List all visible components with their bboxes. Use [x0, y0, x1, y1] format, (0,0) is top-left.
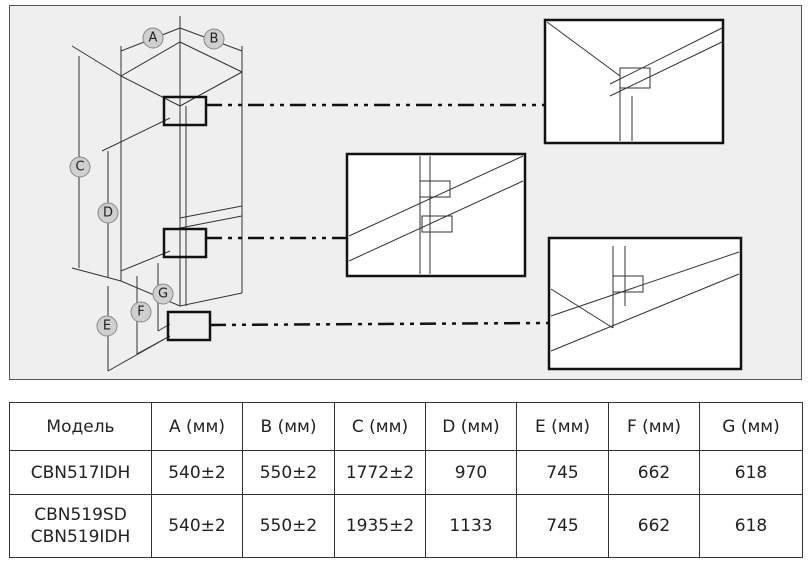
row1-b: 550±2 — [242, 450, 335, 495]
header-f: F (мм) — [608, 402, 700, 451]
detail-box-top — [543, 18, 725, 145]
header-d: D (мм) — [425, 402, 517, 451]
row2-c: 1935±2 — [334, 494, 426, 558]
row2-d: 1133 — [425, 494, 517, 558]
row2-b: 550±2 — [242, 494, 335, 558]
row1-a: 540±2 — [151, 450, 243, 495]
header-c: C (мм) — [334, 402, 426, 451]
row2-model-line1: CBN519SD — [34, 505, 127, 525]
table-row: CBN517IDH 540±2 550±2 1772±2 970 745 662… — [9, 450, 803, 495]
detail-frame-top — [162, 95, 208, 127]
diagram-svg: A B C D E F G — [69, 16, 743, 372]
row2-g: 618 — [699, 494, 803, 558]
dim-label-b: B — [210, 32, 219, 47]
row1-g: 618 — [699, 450, 803, 495]
row1-model: CBN517IDH — [9, 450, 152, 495]
leader-line-bottom — [209, 321, 550, 327]
dimension-labels: A B C D E F G — [69, 27, 225, 337]
fridge-bottom — [120, 280, 243, 307]
detail-frame-middle — [162, 227, 208, 259]
dim-label-a: A — [149, 31, 158, 46]
row1-f: 662 — [608, 450, 700, 495]
header-b: B (мм) — [242, 402, 335, 451]
header-a: A (мм) — [151, 402, 243, 451]
detail-frame-bottom — [166, 310, 212, 342]
row2-model: CBN519SD CBN519IDH — [9, 494, 152, 558]
table-header-row: Модель A (мм) B (мм) C (мм) D (мм) E (мм… — [9, 402, 803, 451]
dim-label-e: E — [103, 319, 111, 334]
row2-a: 540±2 — [151, 494, 243, 558]
row2-e: 745 — [516, 494, 609, 558]
row1-d: 970 — [425, 450, 517, 495]
row1-e: 745 — [516, 450, 609, 495]
installation-diagram: A B C D E F G — [9, 5, 802, 380]
header-e: E (мм) — [516, 402, 609, 451]
dimensions-table: Модель A (мм) B (мм) C (мм) D (мм) E (мм… — [9, 402, 803, 558]
header-model: Модель — [9, 402, 152, 451]
detail-box-middle — [345, 152, 527, 278]
row2-model-line2: CBN519IDH — [30, 527, 131, 547]
row1-c: 1772±2 — [334, 450, 426, 495]
detail-box-bottom — [547, 236, 743, 371]
dim-label-f: F — [137, 305, 144, 320]
header-g: G (мм) — [699, 402, 803, 451]
dim-label-g: G — [158, 287, 168, 302]
fridge-front-top — [120, 41, 243, 77]
table-row: CBN519SD CBN519IDH 540±2 550±2 1935±2 11… — [9, 494, 803, 558]
dim-label-d: D — [103, 206, 113, 221]
dim-label-c: C — [75, 160, 84, 175]
row2-f: 662 — [608, 494, 700, 558]
